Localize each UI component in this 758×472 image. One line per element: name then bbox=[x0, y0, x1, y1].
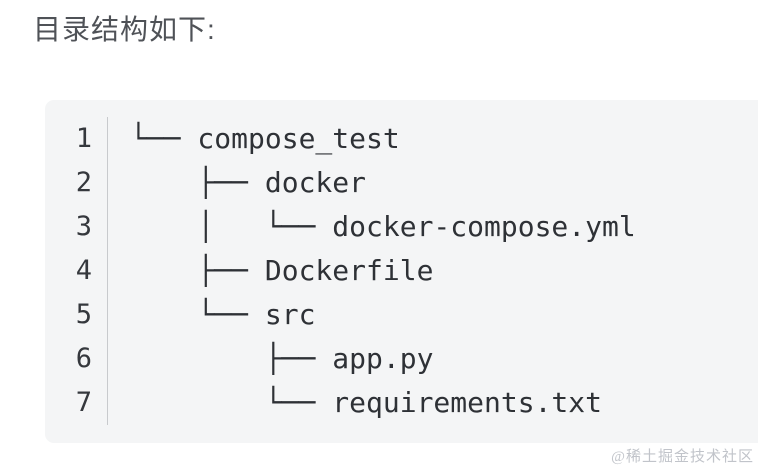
line-number-gutter: 1 2 3 4 5 6 7 bbox=[45, 117, 108, 425]
section-heading: 目录结构如下: bbox=[33, 14, 216, 45]
code-block: 1 2 3 4 5 6 7 └── compose_test ├── docke… bbox=[45, 100, 758, 443]
code-line: └── requirements.txt bbox=[130, 386, 603, 419]
line-number: 5 bbox=[75, 299, 92, 330]
community-watermark: @稀土掘金技术社区 bbox=[611, 449, 754, 465]
line-number: 4 bbox=[75, 255, 92, 286]
code-line: ├── docker bbox=[130, 166, 367, 199]
code-line: ├── app.py bbox=[130, 342, 434, 375]
code-line: └── src bbox=[130, 298, 316, 331]
code-line: │ └── docker-compose.yml bbox=[130, 210, 636, 243]
code-line: └── compose_test bbox=[130, 122, 400, 155]
line-number: 7 bbox=[75, 387, 92, 418]
line-number: 3 bbox=[75, 211, 92, 242]
line-number: 2 bbox=[75, 167, 92, 198]
directory-tree-code: └── compose_test ├── docker │ └── docker… bbox=[108, 117, 758, 425]
code-line: ├── Dockerfile bbox=[130, 254, 434, 287]
line-number: 1 bbox=[75, 123, 92, 154]
line-number: 6 bbox=[75, 343, 92, 374]
